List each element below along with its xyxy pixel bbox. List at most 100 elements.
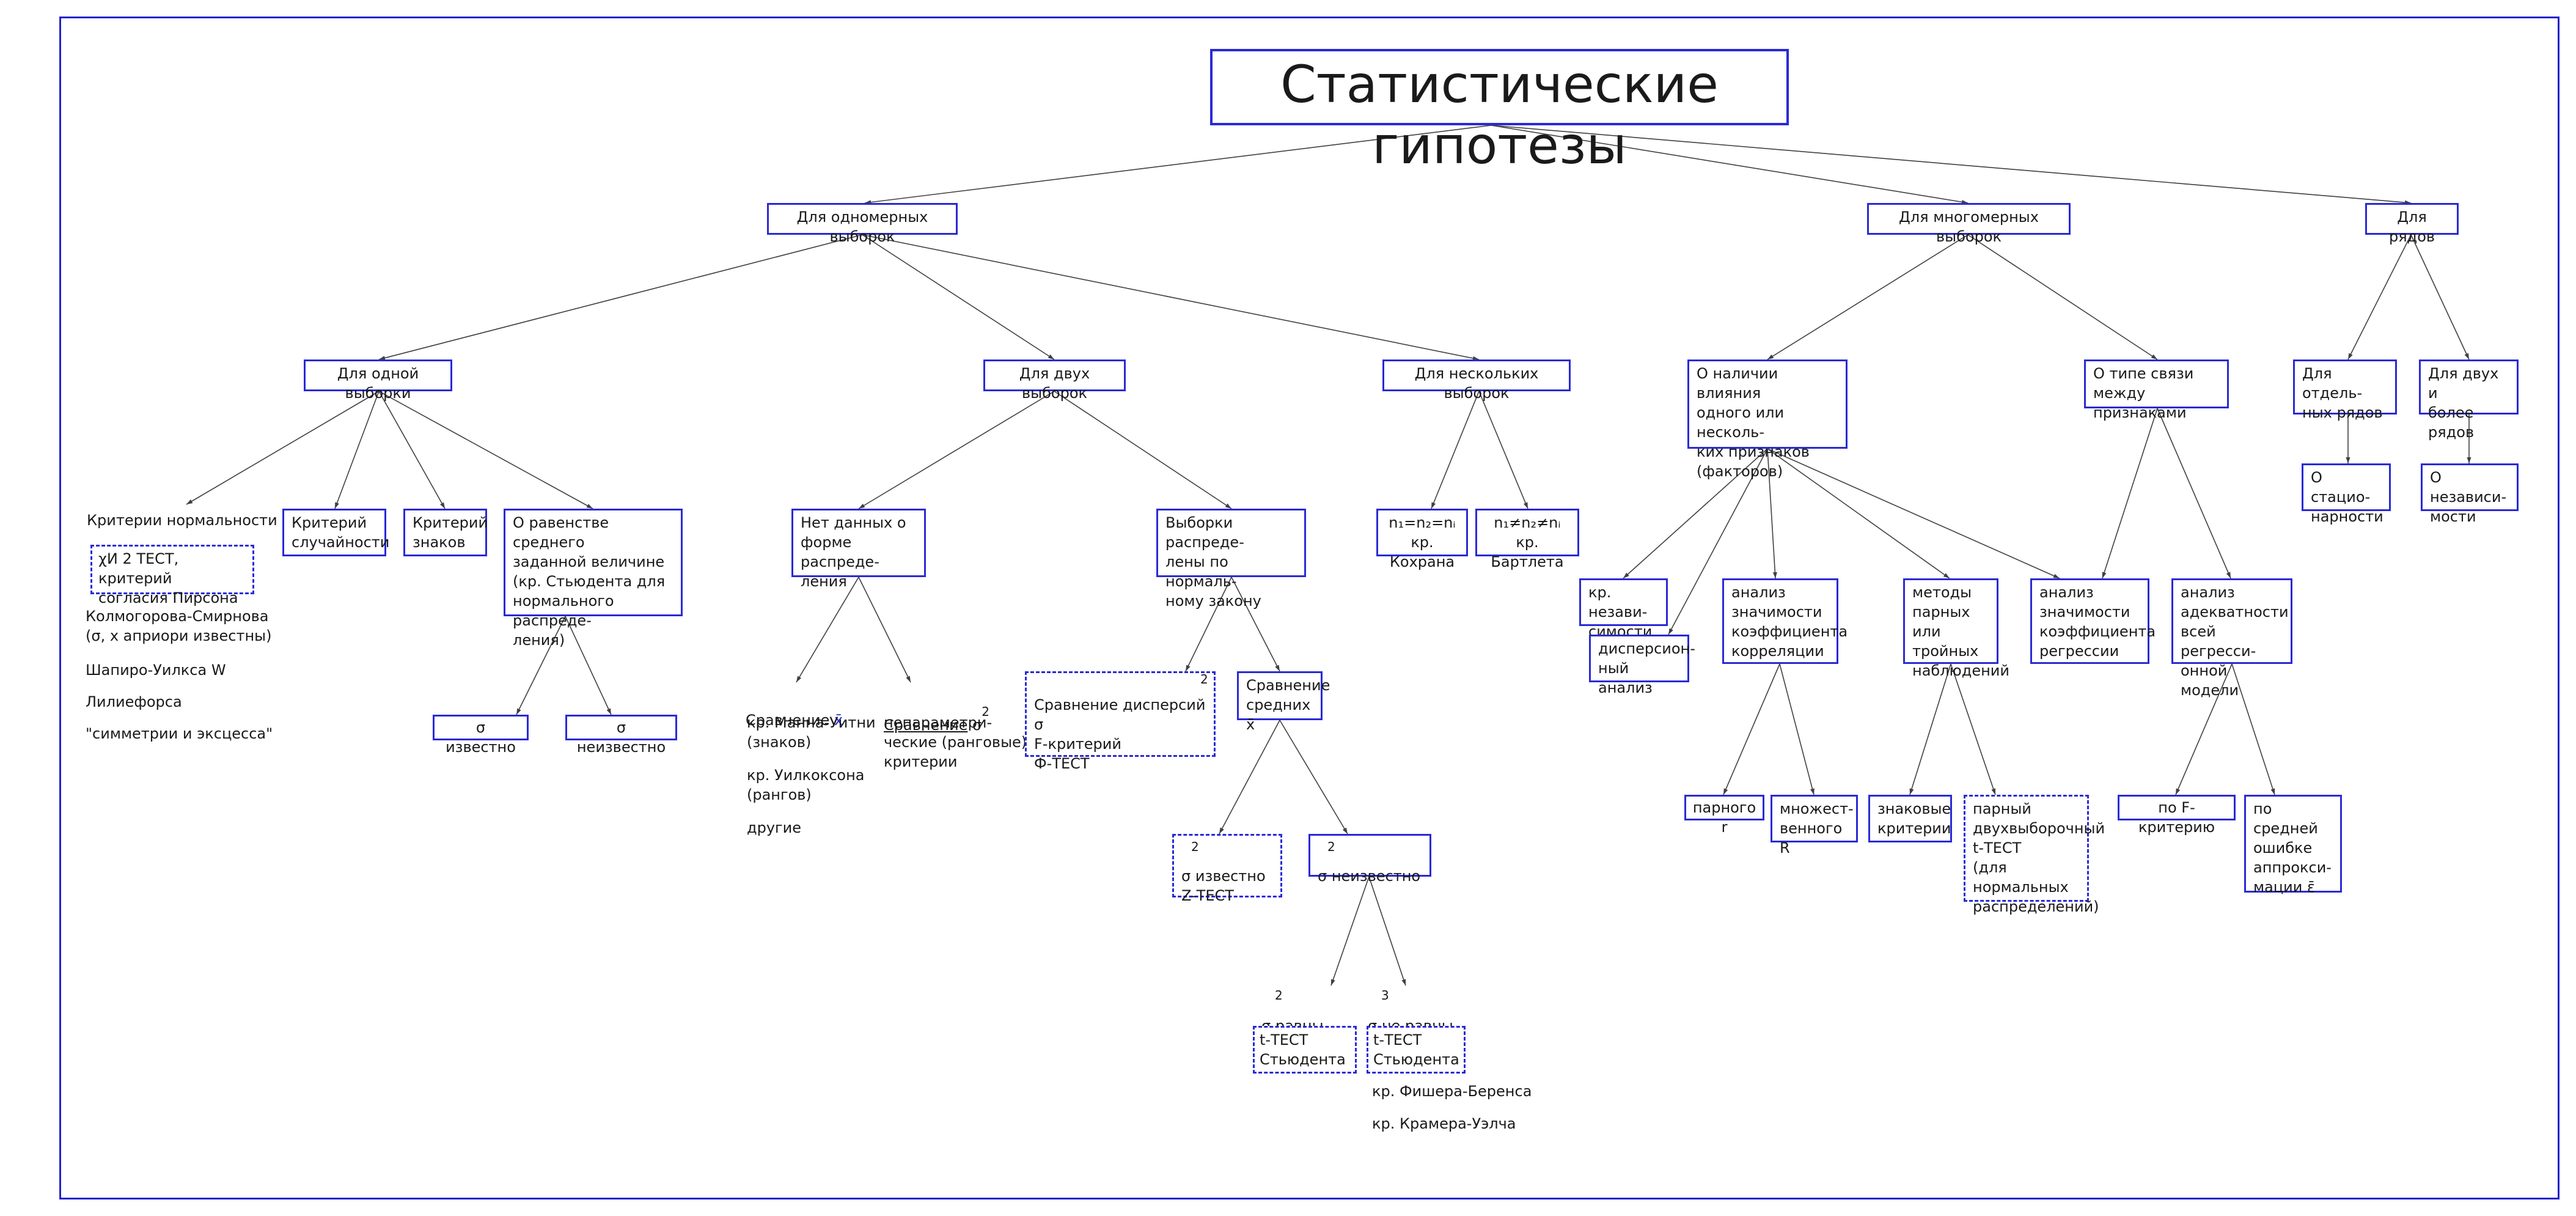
node-individual-series: Для отдель- ных рядов — [2293, 359, 2397, 421]
connector-line — [864, 125, 1492, 204]
node-multivariate: Для многомерных выборок — [1867, 203, 2071, 245]
connector-line — [1779, 663, 1815, 795]
connector-line — [2410, 234, 2470, 360]
arrowhead — [586, 504, 593, 509]
drawing-frame — [59, 17, 2559, 1199]
node-anova: дисперсион- ный анализ — [1589, 635, 1695, 696]
node-by-f: по F-критерию — [2118, 795, 2236, 836]
node-relation-type: О типе связи между признаками — [2084, 359, 2229, 421]
node-paired-t-test: парный двухвыборочный t-ТЕСТ (для нормал… — [1964, 795, 2105, 915]
node-sign-criteria: знаковые критерии — [1868, 795, 1952, 842]
arrowhead — [1909, 788, 1914, 795]
node-signs: Критерий знаков — [403, 509, 488, 556]
node-influence: О наличии влияния одного или несколь- ки… — [1687, 359, 1848, 480]
arrowhead — [1401, 979, 1406, 986]
arrowhead — [2464, 353, 2469, 359]
connector-line — [1491, 125, 1969, 204]
connector-line — [516, 616, 566, 715]
arrowhead — [1186, 665, 1191, 671]
connector-line — [186, 391, 380, 505]
arrowhead — [1723, 788, 1728, 795]
node-sigma-unknown: σ неизвестно — [565, 715, 677, 756]
arrowhead — [1048, 354, 1054, 359]
connector-line — [1185, 577, 1232, 672]
node-compare-dispersions: Сравнение дисперсий σ F-критерий Ф-ТЕСТ … — [1025, 671, 1216, 772]
node-normal-distribution: Выборки распреде- лены по нормаль- ному … — [1156, 509, 1306, 610]
label-compare-means-x: Сравнение x̄ — [746, 712, 843, 729]
connector-line — [1767, 234, 1969, 360]
arrowhead — [1225, 503, 1231, 509]
arrowhead — [2346, 457, 2350, 463]
connector-line — [858, 577, 911, 683]
arrowhead — [1219, 827, 1224, 834]
connector-line — [2175, 663, 2233, 795]
x-bar-symbol: x̄ — [834, 712, 843, 729]
connector-line — [862, 234, 1480, 360]
arrowhead — [859, 503, 865, 509]
arrowhead — [796, 676, 802, 682]
arrowhead — [606, 708, 611, 715]
node-randomness: Критерий случайности — [282, 509, 389, 556]
arrowhead — [2226, 572, 2231, 578]
arrowhead — [186, 499, 193, 504]
connector-line — [1054, 391, 1232, 509]
connector-line — [378, 391, 593, 509]
label-mann-whitney: кр. Манна-Уитни (знаков) — [747, 714, 876, 751]
node-two-more-series: Для двух и более рядов — [2419, 359, 2519, 441]
arrowhead — [906, 676, 911, 682]
connector-line — [2231, 663, 2275, 795]
label-compare-variance: Сравнение σ2 — [884, 704, 989, 734]
connector-line — [1478, 391, 1528, 509]
connector-line — [1950, 663, 1996, 795]
arrowhead — [2467, 457, 2471, 463]
node-paired-r: парного r — [1684, 795, 1764, 836]
arrowhead — [1431, 502, 1436, 509]
arrowhead — [2053, 573, 2060, 578]
node-stationarity: О стацио- нарности — [2302, 463, 2391, 525]
node-one-sample: Для одной выборки — [304, 359, 452, 402]
arrowhead — [1810, 788, 1815, 795]
connector-line — [2347, 234, 2412, 360]
diagram-title: Статистические гипотезы — [1210, 49, 1789, 175]
connector-line — [1330, 876, 1370, 986]
connector-line — [862, 234, 1055, 360]
arrowhead — [1523, 502, 1528, 509]
connector-line — [2102, 408, 2158, 579]
node-two-samples: Для двух выборок — [983, 359, 1126, 402]
connector-line — [334, 391, 380, 509]
node-compare-means: Сравнение средних x̄ — [1237, 671, 1330, 733]
node-by-error: по средней ошибке аппрокси- мации ε̄ — [2244, 795, 2342, 896]
arrowhead — [1772, 572, 1777, 578]
node-several-samples: Для нескольких выборок — [1382, 359, 1571, 402]
node-paired-triple: методы парных или тройных наблюдений — [1903, 578, 2009, 679]
arrowhead — [379, 356, 386, 360]
connector-line — [858, 391, 1055, 509]
connector-line — [2157, 408, 2231, 579]
node-chi2-test: χИ 2 ТЕСТ, критерий согласия Пирсона — [90, 545, 254, 606]
label-cramer-welch: кр. Крамера-Уэлча — [1372, 1115, 1516, 1132]
label-normality-criteria: Критерии нормальности — [87, 512, 277, 529]
node-cochran: n₁=n₂=nᵢ кр. Кохрана — [1376, 509, 1468, 570]
arrowhead — [1275, 665, 1280, 671]
superscript-2: 2 — [982, 704, 989, 719]
label-others: другие — [747, 819, 802, 836]
connector-line — [1491, 125, 2412, 204]
arrowhead — [1943, 573, 1950, 578]
arrowhead — [1668, 628, 1673, 635]
connector-line — [378, 234, 863, 360]
node-t-test-equal: t-ТЕСТ Стьюдента — [1253, 1026, 1357, 1074]
arrowhead — [516, 708, 521, 715]
arrowhead — [1767, 354, 1774, 359]
connector-line — [1723, 663, 1780, 795]
label-kolmogorov-smirnov: Колмогорова-Смирнова (σ, x априори извес… — [86, 608, 272, 644]
label-symmetry-kurtosis: "симметрии и эксцесса" — [86, 725, 273, 742]
arrowhead — [1472, 356, 1479, 361]
arrowhead — [2348, 353, 2353, 359]
label-lilliefors: Лилиефорса — [86, 693, 182, 710]
connector-line — [1219, 720, 1280, 835]
node-mean-equal: О равенстве среднего заданной величине (… — [504, 509, 683, 649]
connector-line — [1668, 448, 1768, 635]
node-series: Для рядов — [2365, 203, 2459, 245]
arrowhead — [440, 502, 445, 509]
connector-line — [1767, 448, 1950, 579]
